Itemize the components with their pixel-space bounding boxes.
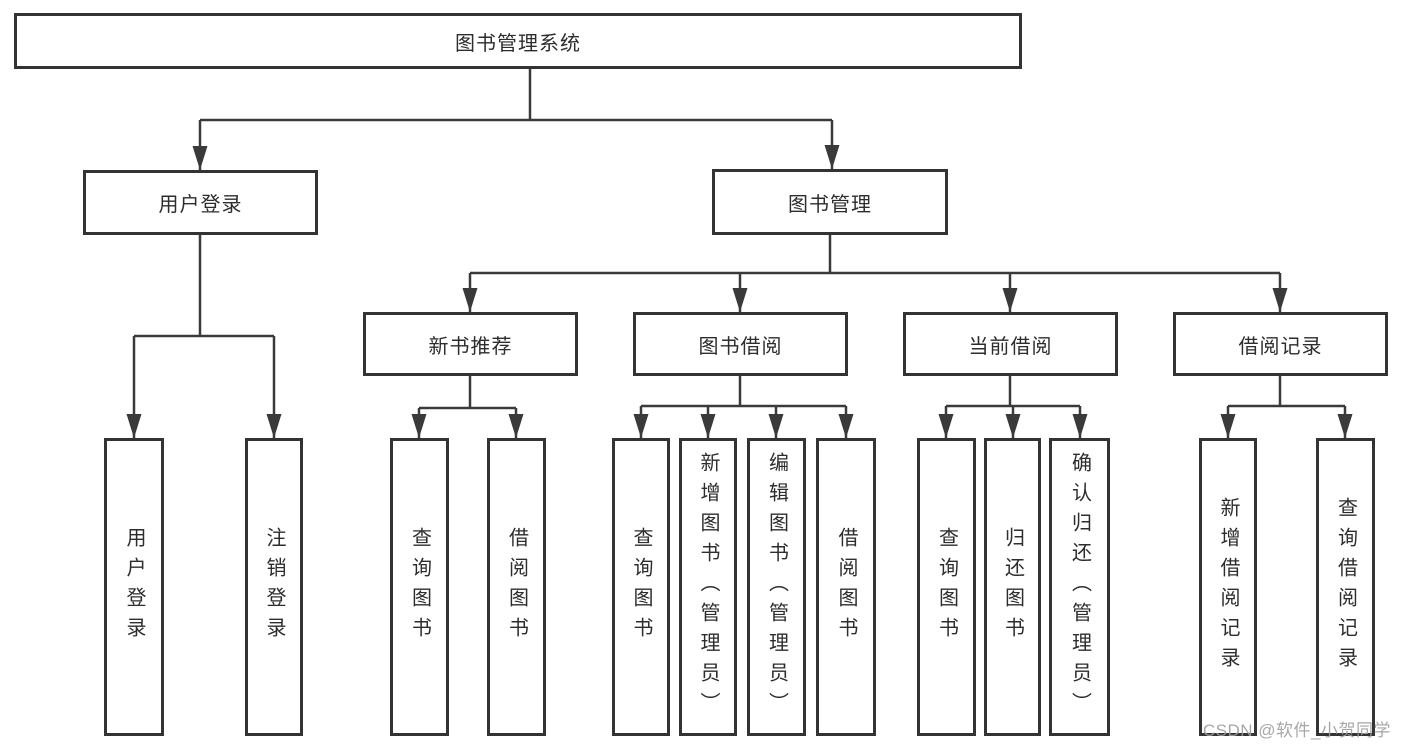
node-book-management: 图书管理: [712, 169, 948, 235]
node-label: 图书管理系统: [455, 32, 581, 55]
node-label: 新书推荐: [428, 335, 513, 358]
node-label: 当前借阅: [968, 335, 1053, 358]
csdn-watermark: CSDN @软件_小贺同学: [1202, 721, 1391, 740]
leaf-label: 查询图书: [935, 527, 958, 647]
node-book-borrow: 图书借阅: [633, 312, 848, 376]
node-current-borrow: 当前借阅: [903, 312, 1118, 376]
node-label: 借阅记录: [1238, 335, 1323, 358]
node-library-management-system: 图书管理系统: [14, 13, 1022, 69]
leaf-label: 借阅图书: [505, 527, 528, 647]
node-label: 图书管理: [788, 193, 872, 216]
leaf-return-book: 归还图书: [984, 438, 1041, 736]
leaf-query-books-borrow: 查询图书: [612, 438, 670, 736]
leaf-query-books-current: 查询图书: [917, 438, 976, 736]
node-label: 用户登录: [158, 194, 243, 216]
leaf-query-borrow-record: 查询借阅记录: [1316, 438, 1375, 736]
leaf-add-borrow-record: 新增借阅记录: [1199, 438, 1257, 736]
node-user-login: 用户登录: [83, 170, 318, 235]
leaf-label: 编辑图书（管理员）: [765, 452, 788, 722]
leaf-user-login: 用户登录: [104, 438, 164, 736]
leaf-label: 确认归还（管理员）: [1068, 452, 1091, 722]
leaf-label: 查询借阅记录: [1334, 497, 1357, 677]
leaf-label: 借阅图书: [835, 527, 857, 647]
leaf-edit-book-admin: 编辑图书（管理员）: [747, 438, 806, 736]
leaf-label: 归还图书: [1001, 527, 1024, 647]
leaf-label: 用户登录: [123, 527, 145, 647]
node-label: 图书借阅: [698, 335, 783, 358]
leaf-borrow-books-recommend: 借阅图书: [487, 438, 546, 736]
leaf-borrow-books: 借阅图书: [816, 438, 876, 736]
leaf-query-books-recommend: 查询图书: [390, 438, 449, 736]
leaf-label: 查询图书: [630, 527, 652, 647]
leaf-label: 注销登录: [263, 527, 285, 647]
leaf-label: 新增借阅记录: [1217, 497, 1239, 677]
leaf-logout: 注销登录: [245, 438, 303, 736]
leaf-label: 新增图书（管理员）: [697, 452, 719, 722]
node-new-book-recommend: 新书推荐: [363, 312, 578, 376]
node-borrow-records: 借阅记录: [1173, 312, 1388, 376]
leaf-confirm-return-admin: 确认归还（管理员）: [1049, 438, 1110, 736]
leaf-label: 查询图书: [408, 527, 431, 647]
leaf-add-book-admin: 新增图书（管理员）: [679, 438, 737, 736]
